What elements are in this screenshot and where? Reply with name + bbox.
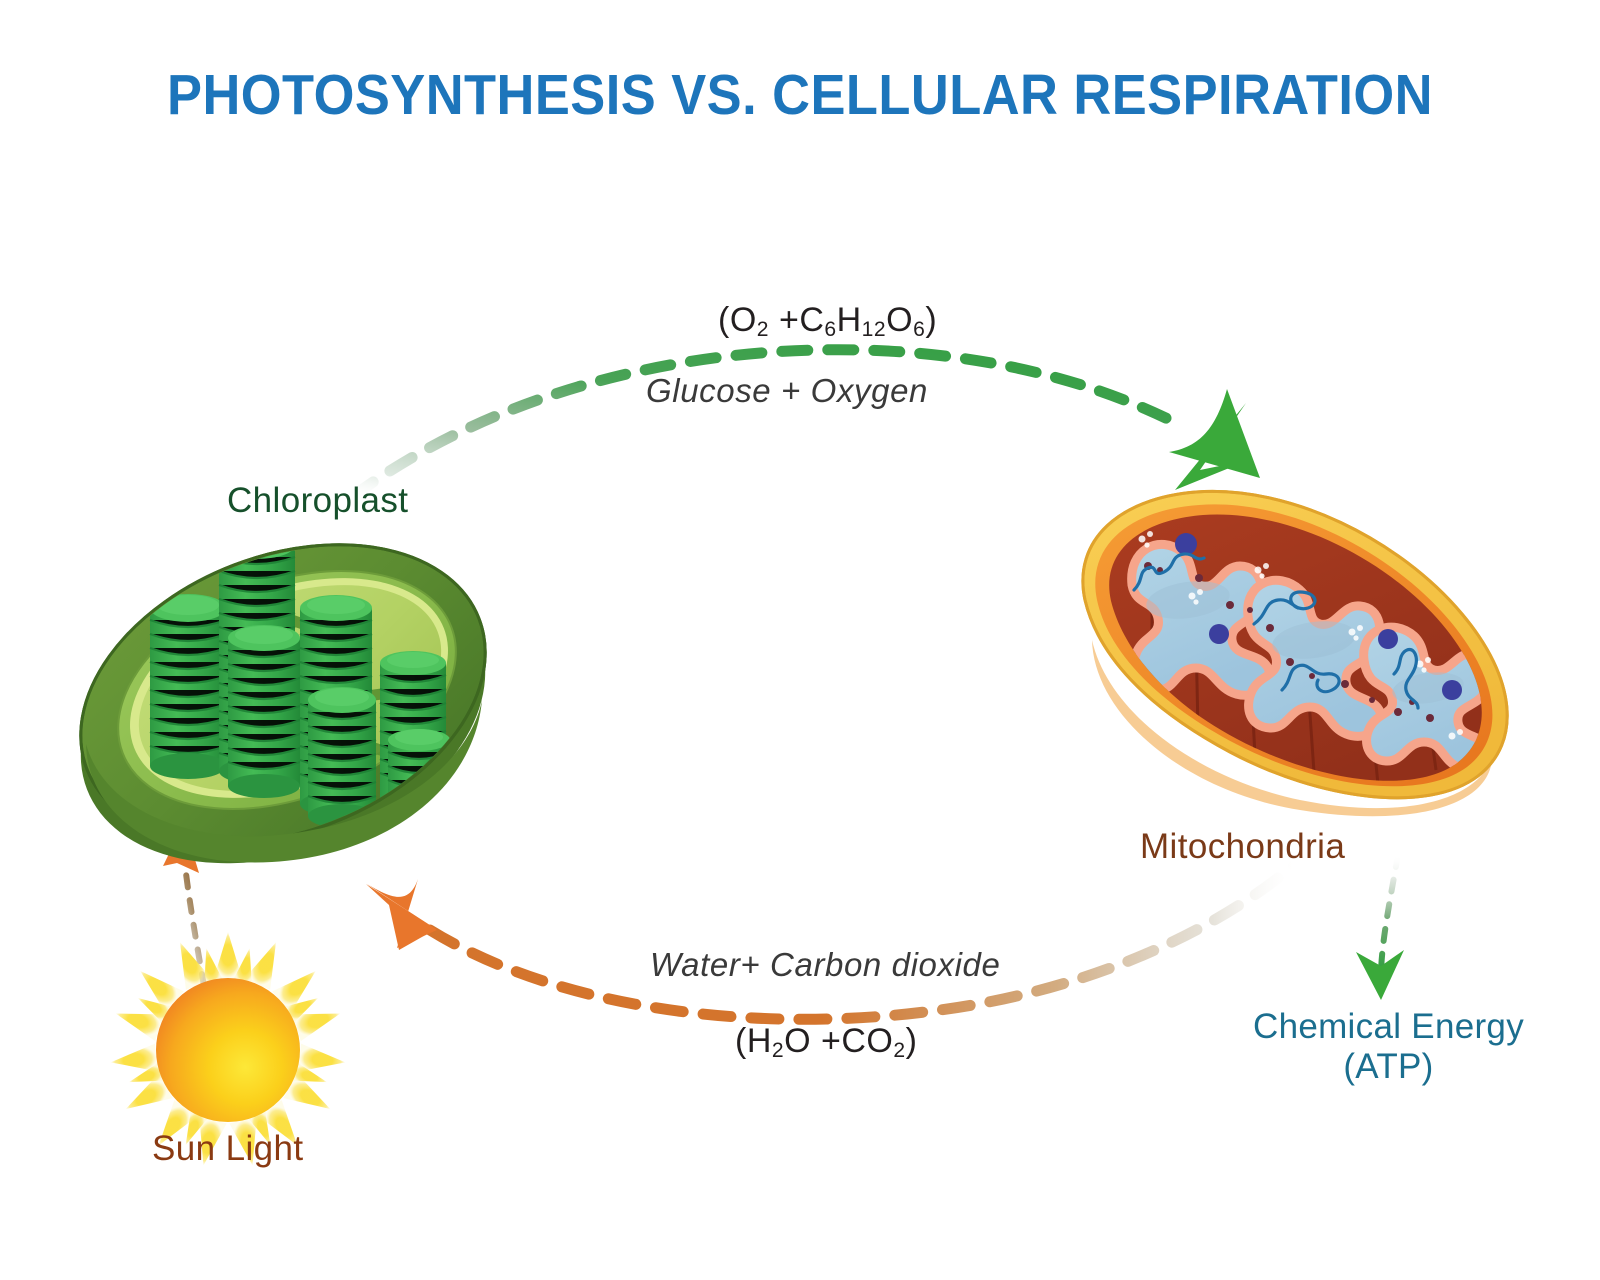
granum-stack: [227, 625, 301, 798]
top-arrow-formula: (O2 +C6H12O6): [718, 301, 938, 341]
atp-arrow-dashed-line: [1378, 852, 1401, 975]
formula-mid: O +CO: [784, 1022, 894, 1060]
chloroplast-front-lip: [86, 700, 482, 863]
mitochondria-label: Mitochondria: [1140, 827, 1346, 866]
formula-close: ): [925, 301, 938, 339]
formula-sub1: 2: [771, 1039, 785, 1062]
chloroplast-interior: [149, 531, 451, 835]
page-title: PHOTOSYNTHESIS VS. CELLULAR RESPIRATION: [167, 63, 1433, 127]
sun-illustration: [110, 932, 346, 1166]
formula-sub4: 6: [913, 318, 926, 341]
chloroplast-label: Chloroplast: [227, 481, 409, 520]
mitochondria-interior: [1127, 531, 1482, 781]
formula-sub2: 6: [824, 318, 837, 341]
formula-h: H: [836, 301, 862, 339]
formula-open: (H: [735, 1022, 772, 1060]
chemical-energy-label: Chemical Energy (ATP): [1253, 1007, 1524, 1088]
formula-sub3: 12: [861, 318, 887, 341]
sun-light-label: Sun Light: [152, 1129, 304, 1168]
formula-sub1: 2: [756, 318, 770, 341]
atp-arrow-head-icon: [1356, 950, 1404, 1000]
top-arrow-dashed-line: [346, 344, 1184, 503]
bottom-arrow-words: Water+ Carbon dioxide: [650, 946, 1001, 983]
sun-disc: [156, 978, 300, 1122]
crista: [1243, 575, 1386, 741]
granum-stack: [307, 687, 377, 828]
chemical-energy-line1: Chemical Energy: [1253, 1007, 1524, 1046]
chloroplast-outline: [79, 543, 487, 845]
chloroplast-illustration: [79, 531, 487, 864]
ribosome-clusters: [1138, 531, 1463, 740]
mitochondria-front-lip: [1092, 640, 1492, 817]
bottom-arrow-head-icon: [366, 884, 436, 950]
atp-arrow: [1356, 852, 1404, 1000]
formula-o: O: [886, 301, 914, 339]
matrix-granules: [1175, 533, 1462, 700]
formula-mid: +C: [769, 301, 825, 339]
granum-stack: [149, 594, 227, 779]
formula-sub2: 2: [893, 1039, 906, 1062]
top-arrow-head-shape: [1169, 389, 1260, 478]
bottom-arrow-dashed-line: [424, 854, 1306, 1025]
top-arrow-glucose-oxygen: [346, 344, 1260, 503]
mitochondria-illustration: [1081, 489, 1509, 817]
top-arrow-words: Glucose + Oxygen: [646, 372, 928, 409]
mito-dna-strands: [1132, 552, 1420, 710]
chemical-energy-line2: (ATP): [1343, 1047, 1434, 1087]
bottom-arrow-formula: (H2O +CO2): [735, 1022, 918, 1062]
mitochondria-outline: [1081, 489, 1509, 800]
formula-open: (O: [718, 301, 757, 339]
formula-close: ): [905, 1022, 918, 1060]
bottom-arrow-water-co2: [366, 854, 1306, 1025]
